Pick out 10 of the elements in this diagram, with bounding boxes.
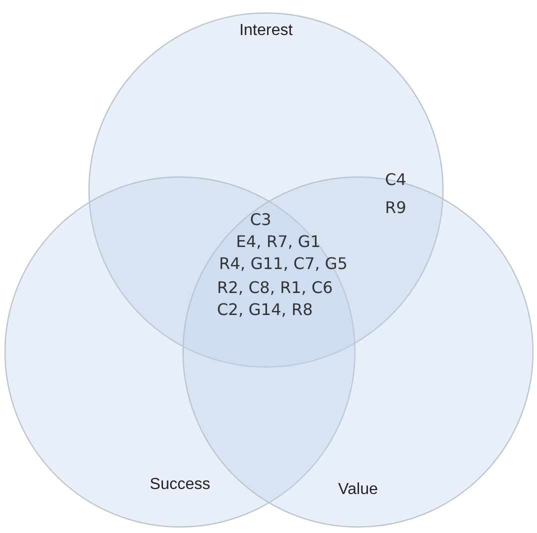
item-code: R4, G11, C7, G5 bbox=[219, 254, 348, 273]
item-code: C4 bbox=[385, 170, 406, 189]
item-code: C2, G14, R8 bbox=[217, 300, 313, 319]
set-label: Interest bbox=[239, 22, 293, 39]
item-code: C3 bbox=[250, 210, 272, 229]
item-code: R2, C8, R1, C6 bbox=[217, 278, 333, 297]
item-code: E4, R7, G1 bbox=[236, 232, 321, 251]
set-label: Success bbox=[150, 476, 210, 493]
item-code: R9 bbox=[385, 198, 406, 217]
set-label: Value bbox=[338, 481, 378, 498]
